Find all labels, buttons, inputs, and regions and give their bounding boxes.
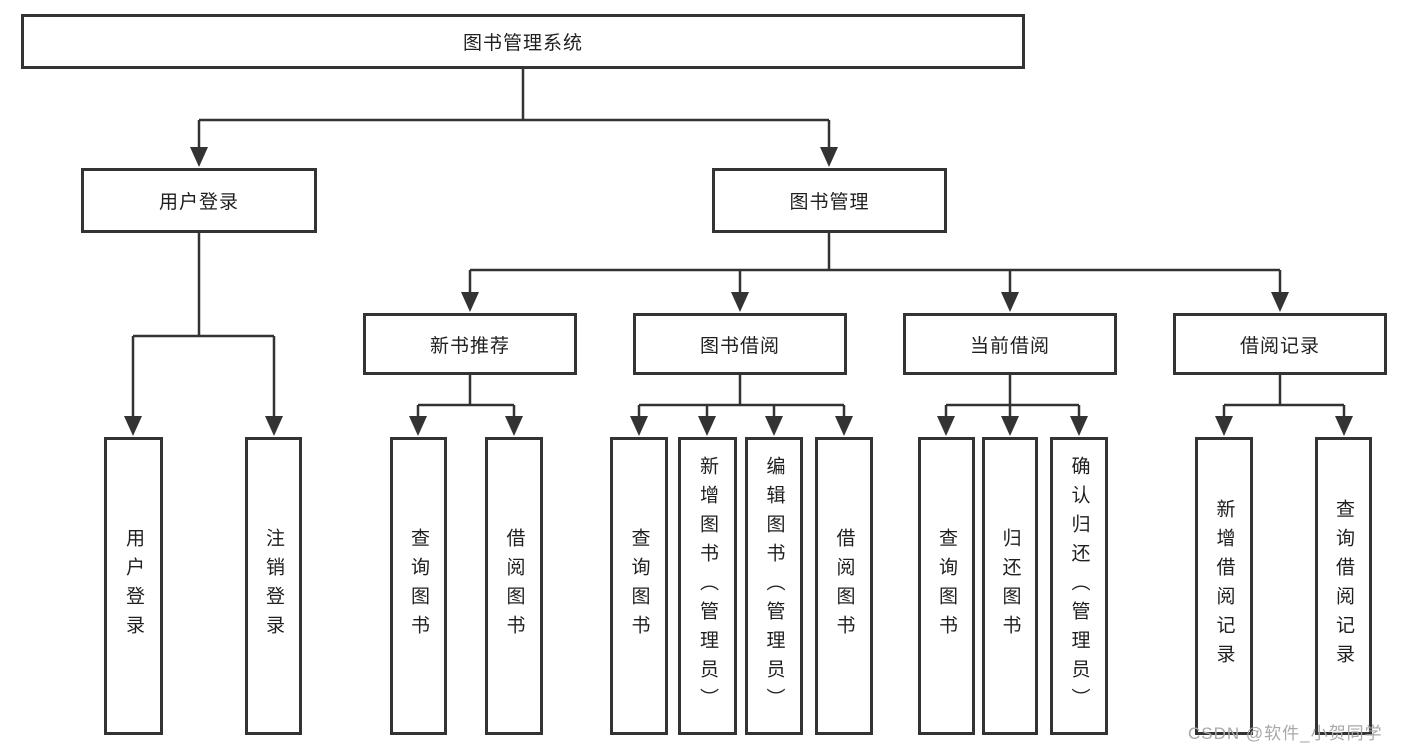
leaf-borrow-query-book-label: 查询图书 (628, 528, 650, 644)
leaf-current-return-book: 归还图书 (982, 437, 1038, 735)
node-root: 图书管理系统 (21, 14, 1025, 69)
leaf-borrow-borrow-book-label: 借阅图书 (833, 528, 855, 644)
csdn-watermark: CSDN @软件_小贺同学 (1188, 724, 1383, 743)
node-new-book-recommend: 新书推荐 (363, 313, 577, 375)
leaf-current-return-book-label: 归还图书 (999, 528, 1021, 644)
leaf-borrow-edit-book-admin: 编辑图书（管理员） (745, 437, 803, 735)
leaf-borrow-borrow-book: 借阅图书 (815, 437, 873, 735)
leaf-current-query-book: 查询图书 (918, 437, 975, 735)
node-borrow-record: 借阅记录 (1173, 313, 1387, 375)
leaf-record-query-borrow-record-label: 查询借阅记录 (1333, 499, 1354, 673)
leaf-logout: 注销登录 (245, 437, 302, 735)
leaf-recommend-query-book: 查询图书 (390, 437, 447, 735)
node-current-borrow: 当前借阅 (903, 313, 1117, 375)
leaf-current-confirm-return-admin: 确认归还（管理员） (1050, 437, 1108, 735)
leaf-record-query-borrow-record: 查询借阅记录 (1315, 437, 1372, 735)
leaf-recommend-query-book-label: 查询图书 (408, 528, 429, 644)
leaf-current-confirm-return-admin-label: 确认归还（管理员） (1068, 455, 1090, 717)
leaf-borrow-query-book: 查询图书 (610, 437, 668, 735)
node-book-borrow: 图书借阅 (633, 313, 847, 375)
leaf-logout-label: 注销登录 (263, 528, 284, 644)
node-user-login: 用户登录 (81, 168, 317, 233)
node-book-management: 图书管理 (712, 168, 947, 233)
leaf-record-add-borrow-record: 新增借阅记录 (1195, 437, 1253, 735)
leaf-borrow-edit-book-admin-label: 编辑图书（管理员） (763, 455, 785, 717)
leaf-current-query-book-label: 查询图书 (936, 528, 957, 644)
leaf-borrow-add-book-admin-label: 新增图书（管理员） (697, 455, 718, 717)
leaf-user-login: 用户登录 (104, 437, 163, 735)
leaf-borrow-add-book-admin: 新增图书（管理员） (678, 437, 737, 735)
leaf-recommend-borrow-book: 借阅图书 (485, 437, 543, 735)
leaf-record-add-borrow-record-label: 新增借阅记录 (1213, 499, 1235, 673)
leaf-recommend-borrow-book-label: 借阅图书 (503, 528, 525, 644)
leaf-user-login-label: 用户登录 (123, 528, 144, 644)
